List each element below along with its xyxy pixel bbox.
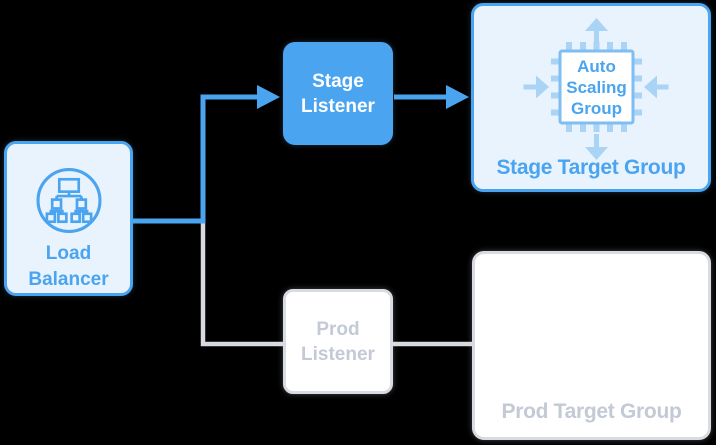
label-line: Listener xyxy=(301,343,375,365)
stage-target-group-title: Stage Target Group xyxy=(496,156,686,179)
label-line: Stage xyxy=(312,70,364,92)
prod-listener-node: Prod Listener xyxy=(283,289,393,394)
label-line: Auto xyxy=(577,56,616,76)
arrow-down-icon xyxy=(585,134,608,160)
cpu-chip-icon xyxy=(523,18,669,160)
prod-listener-label: Prod Listener xyxy=(301,317,375,367)
prod-target-group-node: Prod Target Group xyxy=(472,251,711,440)
lb-to-stage-connector xyxy=(133,94,258,224)
label-line: Load xyxy=(45,243,92,264)
label-line: Group xyxy=(571,98,622,118)
network-tree-icon xyxy=(35,167,102,234)
stage-listener-label: Stage Listener xyxy=(301,69,375,119)
chip-body xyxy=(558,49,635,125)
load-balancer-label: Load Balancer xyxy=(28,241,108,293)
arrow-up-icon xyxy=(585,18,608,43)
label-line: Balancer xyxy=(28,269,109,290)
auto-scaling-group-label: Auto Scaling Group xyxy=(560,51,633,123)
stage-listener-node: Stage Listener xyxy=(283,42,393,145)
load-balancer-node: Load Balancer xyxy=(4,141,133,296)
prod-target-group-title: Prod Target Group xyxy=(501,400,682,423)
stage-target-group-node: Auto Scaling Group Stage Target Group xyxy=(471,3,711,192)
arrow-left-icon xyxy=(644,75,669,99)
label-line: Scaling xyxy=(566,77,627,97)
label-line: Prod xyxy=(316,318,360,340)
arrow-right-icon xyxy=(523,75,549,99)
label-line: Listener xyxy=(301,95,375,117)
arrow-right-icon xyxy=(446,85,469,109)
chip-pins xyxy=(551,42,642,132)
arrow-right-icon xyxy=(257,85,280,109)
